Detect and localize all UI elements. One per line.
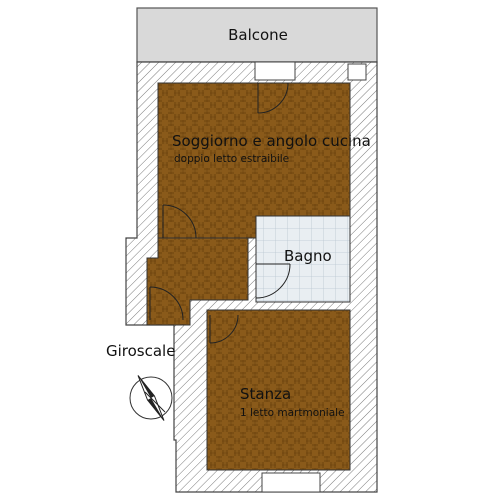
stanza-floor bbox=[206, 309, 351, 471]
bagno-floor bbox=[255, 215, 351, 303]
balcone-area bbox=[136, 7, 378, 63]
window-top-left bbox=[254, 61, 296, 81]
soggiorno-label: Soggiorno e angolo cucina bbox=[172, 132, 371, 150]
door-soggiorno-top bbox=[257, 82, 289, 114]
door-bagno bbox=[255, 263, 291, 299]
bagno-label: Bagno bbox=[284, 247, 332, 265]
soggiorno-note: doppio letto estraibile bbox=[174, 153, 289, 165]
door-soggiorno-left bbox=[162, 204, 197, 239]
window-top-right bbox=[347, 63, 367, 81]
window-bottom bbox=[261, 472, 321, 493]
corridor-floor bbox=[146, 237, 249, 326]
giroscale-label: Giroscale bbox=[106, 342, 175, 360]
door-stanza bbox=[209, 314, 239, 344]
compass-icon bbox=[129, 375, 173, 421]
stanza-note: 1 letto martmoniale bbox=[240, 407, 345, 419]
balcone-label: Balcone bbox=[228, 26, 288, 44]
stanza-label: Stanza bbox=[240, 385, 291, 403]
door-corridor bbox=[149, 286, 184, 321]
soggiorno-floor bbox=[157, 82, 351, 239]
